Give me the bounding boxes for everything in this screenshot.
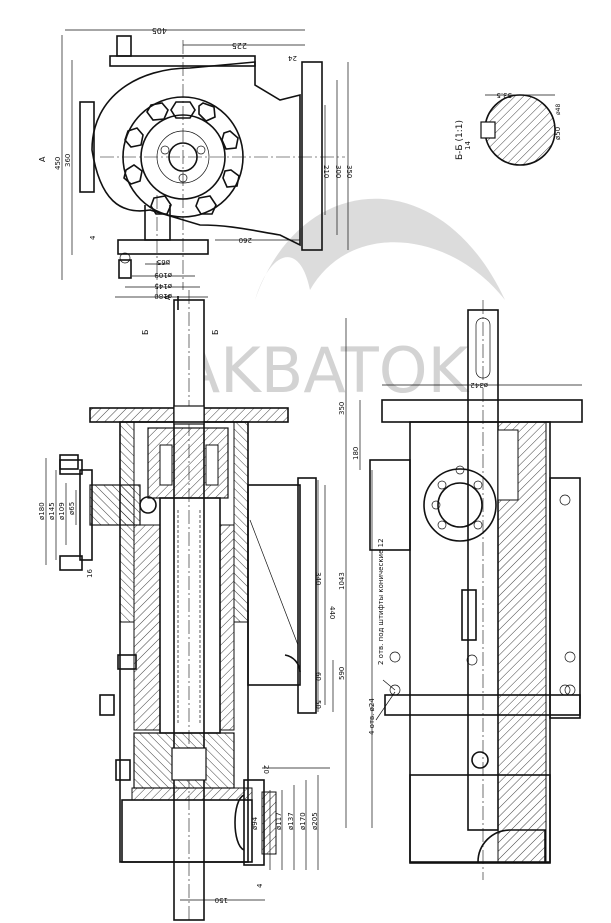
bottom-plate bbox=[131, 787, 253, 801]
bb-dim-14: 14 bbox=[464, 141, 472, 150]
main-arrow-a: A bbox=[163, 294, 172, 300]
side-right-flange bbox=[549, 477, 581, 719]
dim-50: 50 bbox=[314, 700, 322, 709]
section-bb-title: Б-Б (1:1) bbox=[455, 120, 465, 160]
dim-405: 405 bbox=[152, 26, 167, 35]
dim-d145: ø145 bbox=[154, 282, 172, 290]
discharge-pipe bbox=[247, 484, 301, 686]
side-sump bbox=[409, 774, 551, 864]
casing-cover-circle bbox=[122, 96, 244, 218]
dim-16: 16 bbox=[86, 569, 94, 578]
dim-d137: ø137 bbox=[287, 812, 295, 830]
impeller-nut bbox=[171, 747, 207, 781]
side-dim-180: 180 bbox=[352, 447, 360, 460]
note-bolt-holes: 4 отв. ø24 bbox=[368, 698, 376, 735]
side-view: 350 180 1043 590 ø342 2 отв. под штифты … bbox=[338, 300, 583, 880]
dim-4-bottom: 4 bbox=[256, 883, 264, 888]
dim-350: 350 bbox=[345, 165, 353, 178]
dim-left-d109: ø109 bbox=[58, 502, 66, 520]
key-slot bbox=[480, 121, 496, 139]
dim-d180: ø180 bbox=[154, 292, 172, 300]
dim-left-d180: ø180 bbox=[38, 502, 46, 520]
dim-440: 440 bbox=[328, 606, 336, 619]
bearing bbox=[159, 444, 173, 486]
dim-left-d145: ø145 bbox=[48, 502, 56, 520]
dim-20: 20 bbox=[262, 765, 270, 774]
volute-outline bbox=[91, 61, 301, 247]
dim-225: 225 bbox=[232, 41, 247, 50]
discharge-flange-main bbox=[297, 477, 317, 714]
watermark: AKBATOK bbox=[178, 198, 505, 407]
suction-flange bbox=[117, 239, 209, 255]
view-label-a: A bbox=[38, 156, 47, 162]
cover-bolts bbox=[123, 101, 240, 215]
dim-150: 150 bbox=[215, 896, 228, 904]
sump-casing bbox=[121, 799, 253, 863]
volute-top-flange bbox=[109, 55, 256, 67]
nameplate bbox=[461, 589, 477, 641]
dim-left-d65: ø65 bbox=[68, 502, 76, 515]
side-dim-350: 350 bbox=[338, 402, 346, 415]
dim-360: 360 bbox=[64, 154, 72, 167]
volute-side-flange bbox=[79, 101, 95, 193]
dim-d65: ø65 bbox=[157, 258, 170, 266]
dim-d109: ø109 bbox=[154, 271, 172, 279]
bb-dim-d48: ø48 bbox=[555, 104, 562, 115]
dim-d94: ø94 bbox=[251, 816, 259, 830]
suction-nozzle bbox=[89, 484, 141, 526]
dim-340: 340 bbox=[314, 572, 322, 585]
dim-d170: ø170 bbox=[299, 812, 307, 830]
section-bb: 53.5 ø50 ø48 14 Б-Б (1:1) bbox=[455, 91, 562, 166]
top-bolt bbox=[116, 35, 132, 57]
watermark-wave-shape bbox=[255, 198, 505, 300]
shaft-hole-circle bbox=[168, 142, 198, 172]
cut-label-b-left: Б bbox=[141, 330, 150, 336]
side-flange-circle bbox=[423, 468, 497, 542]
dim-260: 260 bbox=[239, 236, 252, 244]
discharge-flange bbox=[301, 61, 323, 251]
side-dim-590: 590 bbox=[338, 667, 346, 680]
dim-24: 24 bbox=[288, 54, 297, 62]
cut-label-b-right: Б bbox=[211, 330, 220, 336]
suction-bolt bbox=[118, 259, 132, 279]
side-dim-1043: 1043 bbox=[338, 572, 346, 590]
watermark-text: AKBATOK bbox=[178, 334, 470, 407]
bb-dim-d50: ø50 bbox=[554, 127, 562, 140]
dim-300: 300 bbox=[334, 165, 342, 178]
dim-d117: ø117 bbox=[275, 812, 283, 830]
note-pin-holes: 2 отв. под штифты конические 12 bbox=[377, 538, 385, 665]
suction-nozzle-flange bbox=[79, 469, 93, 561]
main-section-view: A Б Б ø180 ø145 ø109 ø65 16 bbox=[38, 290, 336, 923]
dim-210: 210 bbox=[322, 165, 330, 178]
bb-dim-53: 53.5 bbox=[496, 91, 512, 99]
dim-d205: ø205 bbox=[311, 812, 319, 830]
dim-450: 450 bbox=[54, 157, 62, 170]
dim-4-top: 4 bbox=[89, 235, 97, 240]
side-dim-d342: ø342 bbox=[470, 381, 488, 389]
dim-60: 60 bbox=[314, 672, 322, 681]
top-view: 405 225 24 450 360 A 210 300 350 260 4 ø… bbox=[38, 26, 353, 300]
